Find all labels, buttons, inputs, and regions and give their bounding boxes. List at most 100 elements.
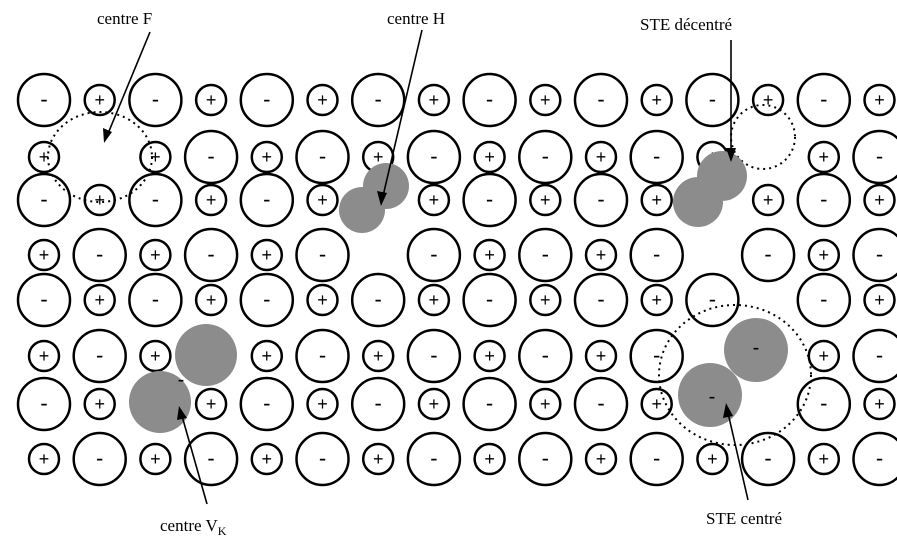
- ste-centre-sign-upper: -: [753, 337, 760, 359]
- cation-sign: +: [819, 449, 830, 469]
- cation-sign: +: [874, 90, 885, 110]
- anion-sign: -: [820, 287, 827, 312]
- cation-sign: +: [94, 394, 105, 414]
- anion-sign: -: [263, 187, 270, 212]
- anion-sign: -: [709, 287, 716, 312]
- cation-sign: +: [651, 290, 662, 310]
- anion-sign: -: [597, 187, 604, 212]
- cation-sign: +: [206, 90, 217, 110]
- cation-sign: +: [262, 346, 273, 366]
- cation-sign: +: [651, 394, 662, 414]
- anion-sign: -: [430, 343, 437, 368]
- cation-sign: +: [596, 449, 607, 469]
- cation-sign: +: [874, 290, 885, 310]
- anion-sign: -: [486, 287, 493, 312]
- cation-sign: +: [596, 346, 607, 366]
- anion-sign: -: [653, 242, 660, 267]
- label-ste-centre: STE centré: [706, 509, 782, 528]
- anion-sign: -: [653, 446, 660, 471]
- cation-sign: +: [206, 190, 217, 210]
- anion-sign: -: [486, 391, 493, 416]
- anion-sign: -: [40, 391, 47, 416]
- cation-sign: +: [484, 449, 495, 469]
- cation-sign: +: [317, 190, 328, 210]
- anion-sign: -: [820, 87, 827, 112]
- cation-sign: +: [874, 190, 885, 210]
- anion-sign: -: [152, 287, 159, 312]
- anion-sign: -: [764, 446, 771, 471]
- cation-sign: +: [150, 346, 161, 366]
- anion-sign: -: [597, 391, 604, 416]
- anion-sign: -: [764, 242, 771, 267]
- cation-sign: +: [39, 245, 50, 265]
- cation-sign: +: [819, 147, 830, 167]
- anion-sign: -: [207, 242, 214, 267]
- anion-sign: -: [96, 343, 103, 368]
- cation-sign: +: [651, 90, 662, 110]
- arrow-centre-f-head: [103, 128, 112, 143]
- anion-sign: -: [709, 87, 716, 112]
- anion-sign: -: [375, 287, 382, 312]
- label-centre-f: centre F: [97, 9, 152, 28]
- cation-sign: +: [317, 290, 328, 310]
- cation-sign: +: [540, 394, 551, 414]
- label-centre-vk: centre VK: [160, 516, 227, 537]
- cation-sign: +: [484, 147, 495, 167]
- anion-sign: -: [430, 242, 437, 267]
- cation-sign: +: [317, 394, 328, 414]
- ste-centre-sign-lower: -: [709, 386, 716, 408]
- cation-sign: +: [484, 245, 495, 265]
- anion-sign: -: [542, 446, 549, 471]
- anion-sign: -: [820, 187, 827, 212]
- cation-sign: +: [763, 190, 774, 210]
- anion-sign: -: [207, 144, 214, 169]
- cation-sign: +: [373, 449, 384, 469]
- anion-sign: -: [152, 87, 159, 112]
- cation-sign: +: [540, 90, 551, 110]
- anion-sign: -: [319, 446, 326, 471]
- anion-sign: -: [820, 391, 827, 416]
- cation-sign: +: [763, 90, 774, 110]
- cation-sign: +: [540, 290, 551, 310]
- anion-sign: -: [542, 242, 549, 267]
- anion-sign: -: [263, 287, 270, 312]
- label-ste-decentre: STE décentré: [640, 15, 732, 34]
- cation-sign: +: [819, 346, 830, 366]
- anion-sign: -: [876, 446, 883, 471]
- cation-sign: +: [874, 394, 885, 414]
- anion-sign: -: [486, 87, 493, 112]
- anion-sign: -: [542, 343, 549, 368]
- anion-sign: -: [430, 446, 437, 471]
- anion-sign: -: [263, 87, 270, 112]
- cation-sign: +: [39, 346, 50, 366]
- label-centre-vk-subscript: K: [218, 524, 227, 537]
- cation-sign: +: [596, 245, 607, 265]
- anion-sign: -: [876, 144, 883, 169]
- anion-sign: -: [653, 144, 660, 169]
- anion-sign: -: [40, 87, 47, 112]
- anion-sign: -: [375, 391, 382, 416]
- label-centre-h: centre H: [387, 9, 445, 28]
- cation-sign: +: [262, 449, 273, 469]
- anion-sign: -: [40, 287, 47, 312]
- label-centre-vk-main: centre V: [160, 516, 218, 535]
- cation-sign: +: [484, 346, 495, 366]
- anion-sign: -: [542, 144, 549, 169]
- anion-sign: -: [876, 343, 883, 368]
- cation-sign: +: [94, 90, 105, 110]
- anion-sign: -: [319, 343, 326, 368]
- anion-sign: -: [96, 242, 103, 267]
- cation-sign: +: [429, 394, 440, 414]
- centre-vk-sign: -: [178, 369, 185, 391]
- cation-sign: +: [819, 245, 830, 265]
- cation-sign: +: [429, 190, 440, 210]
- cation-sign: +: [94, 290, 105, 310]
- anion-sign: -: [263, 391, 270, 416]
- cation-sign: +: [317, 90, 328, 110]
- cation-sign: +: [262, 245, 273, 265]
- cation-sign: +: [540, 190, 551, 210]
- cation-sign: +: [596, 147, 607, 167]
- anion-sign: -: [152, 187, 159, 212]
- cation-sign: +: [206, 394, 217, 414]
- cation-sign: +: [373, 346, 384, 366]
